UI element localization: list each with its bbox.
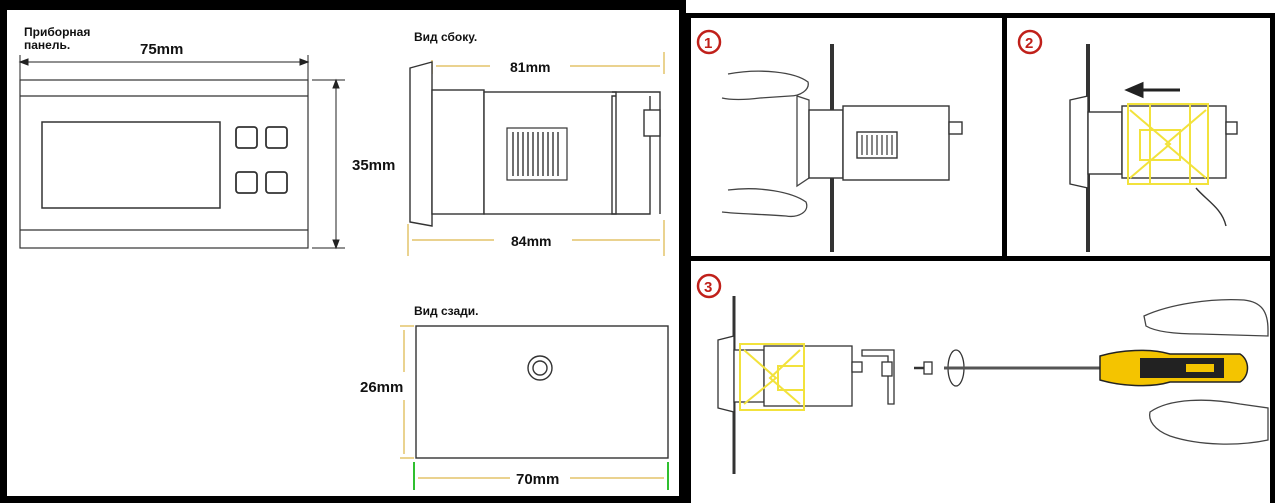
front-button-4 bbox=[265, 171, 288, 194]
display-window bbox=[41, 121, 221, 209]
front-label-line1: Приборная bbox=[24, 25, 90, 39]
step-3-drawing: 3 bbox=[696, 273, 1269, 474]
mounting-bracket bbox=[1127, 103, 1209, 185]
step-2-panel: 2 bbox=[1007, 13, 1275, 261]
controller-body bbox=[717, 335, 863, 413]
screw-icon bbox=[914, 361, 933, 375]
front-label-line2: панель. bbox=[24, 38, 70, 52]
mounting-bracket bbox=[739, 343, 805, 411]
rear-height-label: 26mm bbox=[360, 379, 403, 396]
rear-width-label: 70mm bbox=[516, 471, 559, 488]
step-3-badge bbox=[696, 273, 722, 299]
hand-illustration bbox=[721, 70, 810, 218]
controller-body bbox=[808, 105, 963, 181]
front-button-3 bbox=[235, 171, 258, 194]
hand-illustration bbox=[1143, 299, 1269, 445]
side-depth-top-label: 81mm bbox=[510, 59, 550, 75]
dimensions-panel: Приборная панель. 75mm 35mm Вид сбоку. 8… bbox=[0, 0, 686, 503]
side-label: Вид сбоку. bbox=[414, 30, 477, 44]
step-1-panel: 1 bbox=[686, 13, 1007, 261]
slide-arrow bbox=[1124, 81, 1180, 99]
front-height-label: 35mm bbox=[352, 157, 395, 174]
screwdriver-icon bbox=[944, 349, 1249, 387]
step-3-number: 3 bbox=[704, 279, 712, 296]
rear-width-dimension bbox=[413, 462, 669, 490]
front-width-dimension bbox=[18, 55, 310, 80]
step-1-badge bbox=[696, 29, 722, 55]
side-depth-bottom-dimension bbox=[407, 220, 665, 256]
rear-height-dimension bbox=[400, 325, 414, 459]
step-1-drawing: 1 bbox=[696, 29, 963, 252]
front-button-1 bbox=[235, 126, 258, 149]
rear-label: Вид сзади. bbox=[414, 304, 478, 318]
bracket-part bbox=[861, 349, 895, 405]
step-2-number: 2 bbox=[1025, 35, 1033, 52]
front-panel-view bbox=[19, 79, 309, 249]
rear-view bbox=[415, 325, 669, 459]
controller-vents bbox=[861, 135, 893, 155]
dimensions-drawing: Приборная панель. 75mm 35mm Вид сбоку. 8… bbox=[18, 25, 669, 490]
controller-body bbox=[1069, 95, 1238, 189]
step-2-badge bbox=[1017, 29, 1043, 55]
hand-hint bbox=[1195, 187, 1227, 227]
step-3-panel: 3 bbox=[686, 261, 1275, 503]
side-view bbox=[409, 61, 661, 227]
side-depth-bottom-label: 84mm bbox=[511, 233, 551, 249]
step-2-drawing: 2 bbox=[1017, 29, 1238, 252]
front-button-2 bbox=[265, 126, 288, 149]
front-height-dimension bbox=[312, 78, 345, 250]
step-1-number: 1 bbox=[704, 35, 712, 52]
front-width-label: 75mm bbox=[140, 41, 183, 58]
